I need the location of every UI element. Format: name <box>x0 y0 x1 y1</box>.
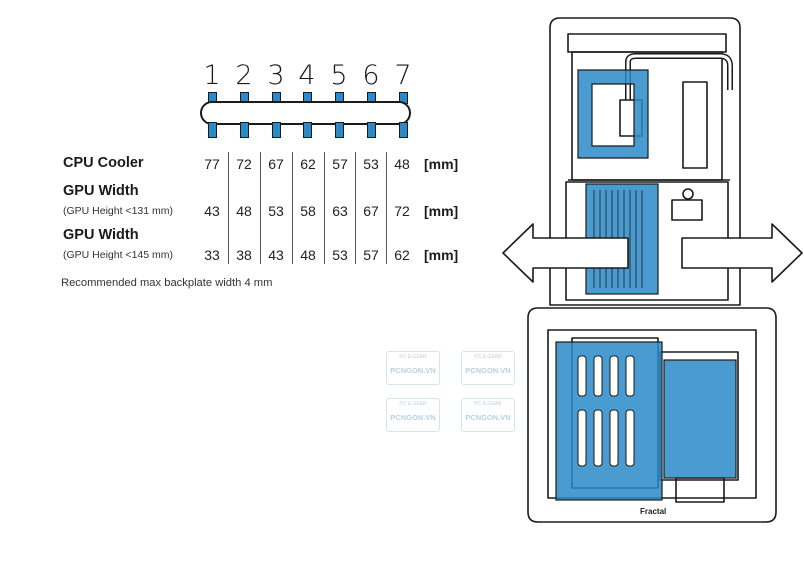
column-divider <box>386 152 387 264</box>
slot-number: 7 <box>394 60 412 91</box>
table-cell: 63 <box>332 203 348 219</box>
column-divider <box>324 152 325 264</box>
table-cell: 77 <box>204 156 220 172</box>
rail-peg <box>240 122 249 138</box>
table-cell: 48 <box>300 247 316 263</box>
adjustment-arrow <box>502 223 803 283</box>
row-label-gpu-width: GPU Width <box>63 183 139 199</box>
table-cell: 72 <box>394 203 410 219</box>
row-label-gpu-width: GPU Width <box>63 227 139 243</box>
brand-logo: Fractal <box>640 507 666 516</box>
slot-number: 6 <box>362 60 380 91</box>
rail-peg <box>208 122 217 138</box>
column-divider <box>355 152 356 264</box>
unit-label: [mm] <box>424 156 459 172</box>
slot-number: 5 <box>330 60 348 91</box>
table-cell: 43 <box>268 247 284 263</box>
slot-number: 2 <box>235 60 253 91</box>
cpu-bracket-highlight <box>577 69 649 159</box>
upper-panel <box>549 17 741 306</box>
slot-number: 1 <box>203 60 221 91</box>
table-cell: 58 <box>300 203 316 219</box>
radiator-bracket <box>682 81 708 169</box>
column-divider <box>292 152 293 264</box>
arrow-left <box>502 223 629 283</box>
table-cell: 62 <box>394 247 410 263</box>
table-cell: 48 <box>236 203 252 219</box>
table-cell: 53 <box>363 156 379 172</box>
rail-peg <box>399 122 408 138</box>
table-cell: 53 <box>268 203 284 219</box>
lower-panel <box>527 307 777 523</box>
table-cell: 38 <box>236 247 252 263</box>
column-divider <box>228 152 229 264</box>
table-cell: 43 <box>204 203 220 219</box>
psu-highlight <box>555 341 663 501</box>
table-cell: 33 <box>204 247 220 263</box>
table-cell: 67 <box>268 156 284 172</box>
arrow-right <box>681 223 803 283</box>
unit-label: [mm] <box>424 203 459 219</box>
table-cell: 62 <box>300 156 316 172</box>
slot-number: 4 <box>298 60 316 91</box>
rail-peg <box>303 122 312 138</box>
backplate-note: Recommended max backplate width 4 mm <box>61 277 273 289</box>
table-cell: 72 <box>236 156 252 172</box>
rail-peg <box>367 122 376 138</box>
table-cell: 53 <box>332 247 348 263</box>
table-cell: 57 <box>363 247 379 263</box>
table-cell: 48 <box>394 156 410 172</box>
board-highlight <box>663 359 737 479</box>
row-sublabel: (GPU Height <131 mm) <box>63 205 173 217</box>
slot-number: 3 <box>267 60 285 91</box>
column-divider <box>260 152 261 264</box>
rail-peg <box>272 122 281 138</box>
rail-peg <box>335 122 344 138</box>
table-cell: 67 <box>363 203 379 219</box>
upper-bracket <box>567 33 727 53</box>
unit-label: [mm] <box>424 247 459 263</box>
row-sublabel: (GPU Height <145 mm) <box>63 249 173 261</box>
table-cell: 57 <box>332 156 348 172</box>
row-label-cpu-cooler: CPU Cooler <box>63 155 144 171</box>
